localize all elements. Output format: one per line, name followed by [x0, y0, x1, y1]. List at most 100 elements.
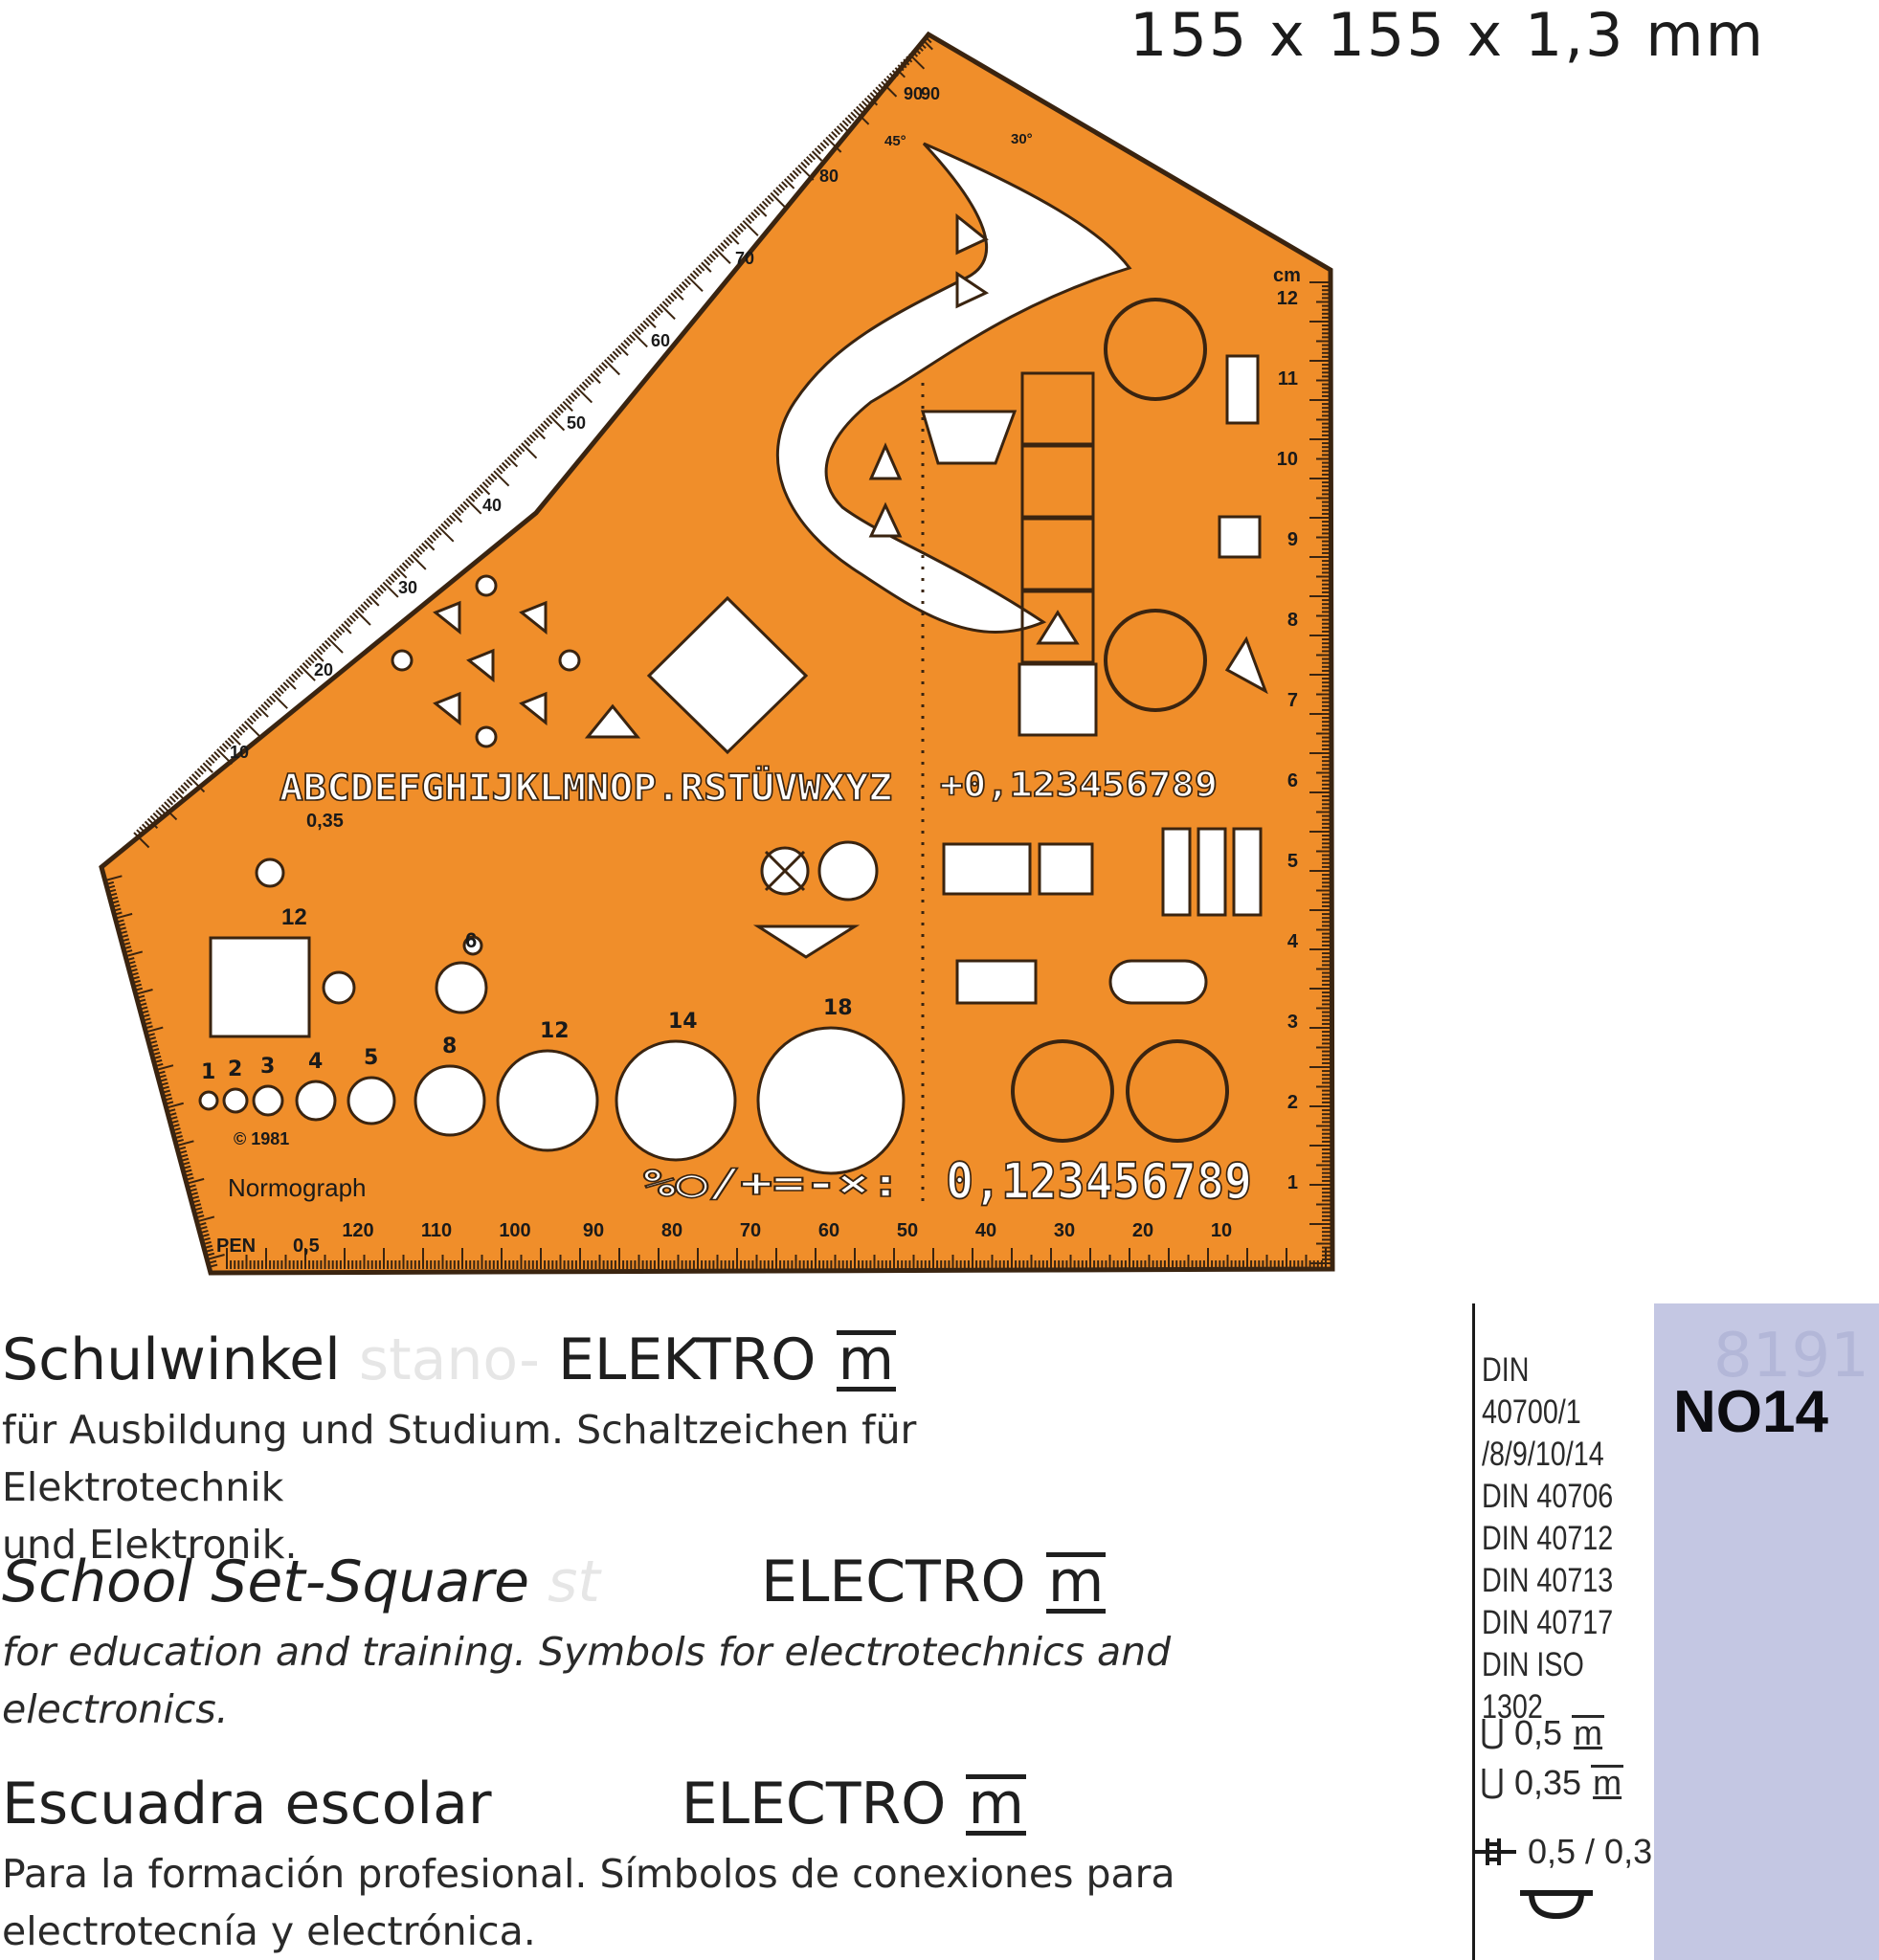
ruler-tick [659, 303, 676, 321]
ruler-tick [277, 687, 284, 695]
ruler-tick [745, 217, 752, 225]
desc-ghost-text: stano- [358, 1326, 540, 1393]
ruler-tick [761, 200, 769, 208]
pen-size-value: 0,5 [1514, 1713, 1563, 1752]
ruler-tick [131, 975, 140, 980]
ruler-tick [329, 634, 337, 642]
ruler-tick [191, 1199, 201, 1204]
desc-title: Escuadra escolar [2, 1771, 492, 1838]
ruler-tick [126, 957, 135, 962]
ruler-tick [152, 812, 160, 820]
ruler-tick [196, 1214, 205, 1219]
ruler-tick [701, 261, 712, 273]
ruler-tick [910, 50, 919, 57]
ruler-tick [118, 926, 126, 931]
ruler-tick [111, 900, 120, 904]
ruler-tick [316, 648, 324, 656]
hole-size-label: 18 [823, 996, 853, 1020]
ruler-tick [651, 311, 659, 319]
ruler-tick [603, 359, 620, 376]
ruler-tick [506, 456, 519, 468]
ruler-tick [711, 250, 719, 257]
ruler-tick [418, 545, 426, 553]
ruler-tick [191, 773, 199, 781]
desc-title: School Set-Square [2, 1548, 529, 1615]
ruler-tick [509, 454, 517, 461]
hole-circle [347, 1076, 396, 1125]
hole-size-label: 12 [540, 1019, 570, 1043]
pill-cutout [1108, 959, 1208, 1005]
ruler-tick [299, 664, 316, 681]
ruler-tick [705, 256, 714, 263]
ruler-tick [391, 573, 398, 581]
cross-circle [764, 850, 806, 892]
ruler-tick [123, 946, 132, 950]
ruler-tick [440, 523, 448, 530]
ruler-tick [410, 553, 427, 570]
ruler-tick [109, 892, 118, 897]
ruler-tick [637, 325, 644, 333]
ruler-tick [366, 598, 373, 606]
ruler-tick [321, 642, 329, 650]
ruler-tick [728, 234, 740, 245]
ruler-tick [897, 64, 905, 72]
ruler-tick [376, 587, 384, 594]
ruler-tick [252, 712, 259, 720]
ruler-tick [105, 880, 115, 885]
ruler-tick [164, 801, 171, 809]
ruler-tick [800, 161, 808, 168]
ruler-tick [767, 194, 774, 202]
ruler-tick [708, 253, 716, 260]
ruler-tick [459, 503, 467, 511]
ruler-tick [559, 403, 567, 411]
ruler-tick [211, 753, 218, 761]
copyright-label: © 1981 [234, 1129, 289, 1148]
ruler-tick [578, 384, 587, 391]
ruler-tick [233, 731, 240, 739]
ruler-tick [415, 547, 423, 555]
ruler-tick [537, 426, 545, 434]
ruler-tick [919, 41, 927, 50]
mark-icon: m [1572, 1713, 1605, 1752]
hole-circle [615, 1039, 737, 1162]
bottom-scale-label: 20 [1132, 1220, 1153, 1241]
ruler-tick [183, 1165, 191, 1169]
ruler-tick [184, 1169, 192, 1173]
desc-mark-icon: m [1044, 1548, 1107, 1615]
ruler-tick [548, 414, 566, 432]
ruler-tick [595, 367, 603, 375]
diagonal-scale-label: 10 [230, 743, 249, 762]
ruler-tick [615, 347, 622, 355]
desc-product: ELECTRO [681, 1771, 947, 1838]
bottom-scale-label: 40 [975, 1220, 996, 1241]
ruler-tick [454, 509, 461, 517]
transistor-circles [1011, 298, 1229, 1143]
ruler-tick [187, 1177, 205, 1185]
ruler-tick [164, 1097, 173, 1102]
ruler-tick [130, 971, 139, 976]
ruler-tick [797, 164, 815, 181]
ruler-tick [670, 292, 678, 300]
angle-30-label: 30° [1011, 131, 1033, 147]
right-scale-label: 5 [1287, 851, 1298, 872]
square-cutout-large [209, 936, 311, 1038]
ruler-tick [885, 75, 894, 82]
ruler-tick [204, 1244, 213, 1249]
right-scale-label: 9 [1287, 529, 1298, 550]
ruler-tick [190, 1195, 200, 1200]
ruler-tick [163, 1093, 172, 1098]
ruler-tick [565, 397, 572, 406]
angle-90-label: 90 [921, 84, 940, 103]
diagonal-scale-label: 60 [651, 331, 670, 350]
diagonal-scale-label: 20 [314, 660, 333, 679]
ruler-tick [481, 481, 489, 489]
ruler-tick [168, 1112, 177, 1117]
ruler-tick [199, 765, 207, 772]
ruler-tick [908, 53, 926, 70]
ruler-tick [856, 105, 863, 113]
left-ruler-ticks [104, 875, 225, 1268]
ruler-tick [808, 153, 816, 161]
ink-nozzle-icon [1472, 1838, 1516, 1865]
diagonal-scale-label: 90 [904, 84, 923, 103]
